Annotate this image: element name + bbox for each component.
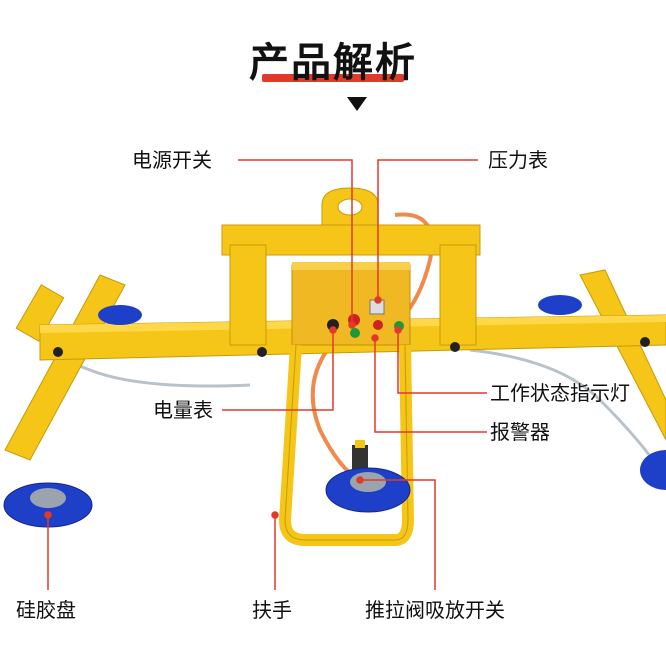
hose-orange-2 bbox=[310, 338, 361, 482]
pad-top-right bbox=[538, 295, 582, 315]
pad-top-left bbox=[98, 305, 142, 325]
push-valve-body bbox=[352, 445, 368, 475]
label-alarm: 报警器 bbox=[490, 420, 550, 444]
page-title: 产品解析 bbox=[249, 40, 417, 86]
hose-orange bbox=[394, 212, 434, 322]
frame-left-post bbox=[229, 244, 267, 346]
label-battery-meter: 电量表 bbox=[153, 398, 213, 422]
title-underline bbox=[262, 74, 404, 82]
label-pressure-gauge: 压力表 bbox=[488, 148, 548, 172]
handle-loop bbox=[278, 344, 415, 546]
hose-right bbox=[469, 348, 662, 471]
left-arm-beam bbox=[4, 274, 126, 461]
status-light bbox=[373, 320, 383, 330]
frame-right-post bbox=[439, 244, 477, 346]
left-arm bbox=[15, 284, 65, 342]
label-push-valve: 推拉阀吸放开关 bbox=[365, 598, 505, 622]
label-status-light: 工作状态指示灯 bbox=[490, 381, 630, 405]
down-arrow-icon bbox=[347, 97, 367, 111]
label-silicone-pad: 硅胶盘 bbox=[16, 598, 76, 622]
leader-lines bbox=[44, 159, 487, 590]
right-arm-beam bbox=[579, 269, 666, 441]
pad-right bbox=[640, 450, 666, 490]
label-power-switch: 电源开关 bbox=[132, 148, 212, 172]
alarm-light bbox=[350, 328, 360, 338]
label-handle: 扶手 bbox=[252, 598, 292, 622]
